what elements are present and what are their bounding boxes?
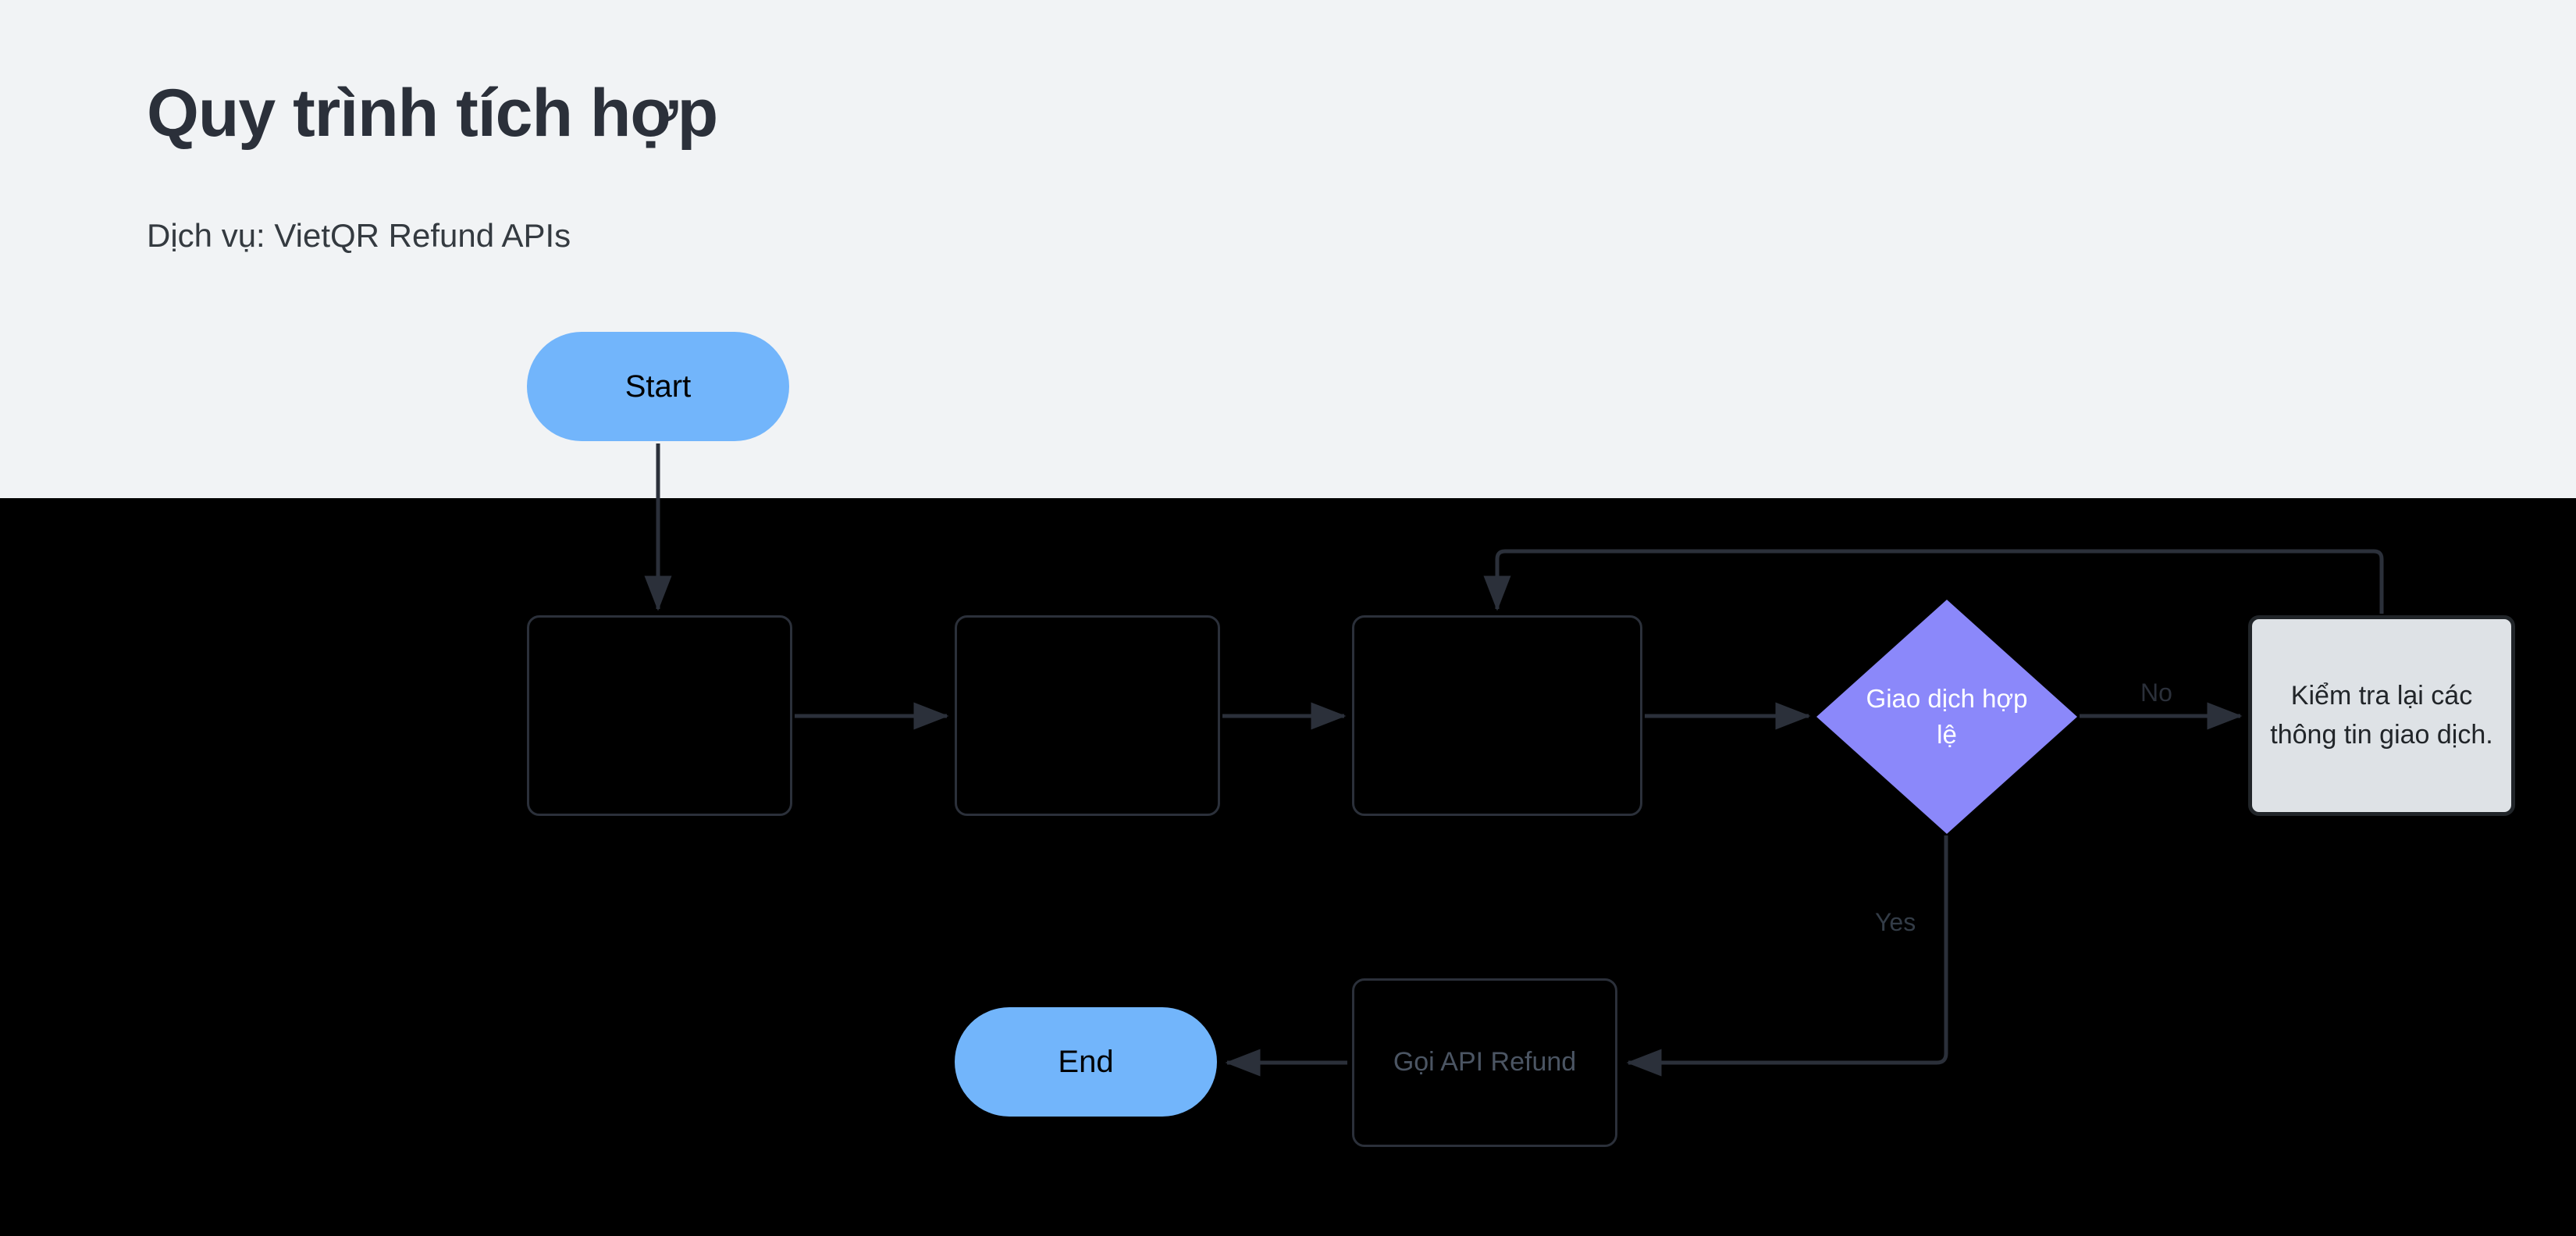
node-start-label: Start xyxy=(624,369,692,404)
node-start[interactable]: Start xyxy=(527,332,789,441)
node-step-1[interactable] xyxy=(527,615,792,816)
node-recheck-transaction-info[interactable]: Kiểm tra lại các thông tin giao dịch. xyxy=(2248,615,2515,816)
node-call-api-refund[interactable]: Gọi API Refund xyxy=(1352,978,1617,1147)
node-step-2[interactable] xyxy=(955,615,1220,816)
header-band: Quy trình tích hợp Dịch vụ: VietQR Refun… xyxy=(0,0,2576,498)
node-call-api-refund-label: Gọi API Refund xyxy=(1393,1047,1577,1077)
node-decision-label: Giao dịch hợp lệ xyxy=(1866,683,2028,749)
edge-label-no: No xyxy=(2140,679,2172,707)
node-end[interactable]: End xyxy=(955,1007,1217,1117)
page-subtitle: Dịch vụ: VietQR Refund APIs xyxy=(147,217,571,254)
node-end-label: End xyxy=(1058,1045,1114,1079)
node-recheck-label: Kiểm tra lại các thông tin giao dịch. xyxy=(2270,681,2493,750)
edge-decision-to-call-refund xyxy=(1626,835,1948,1077)
node-decision-transaction-valid[interactable]: Giao dịch hợp lệ xyxy=(1816,600,2077,834)
edge-label-yes: Yes xyxy=(1875,908,1916,936)
node-step-3[interactable] xyxy=(1352,615,1642,816)
page-title: Quy trình tích hợp xyxy=(147,76,718,151)
